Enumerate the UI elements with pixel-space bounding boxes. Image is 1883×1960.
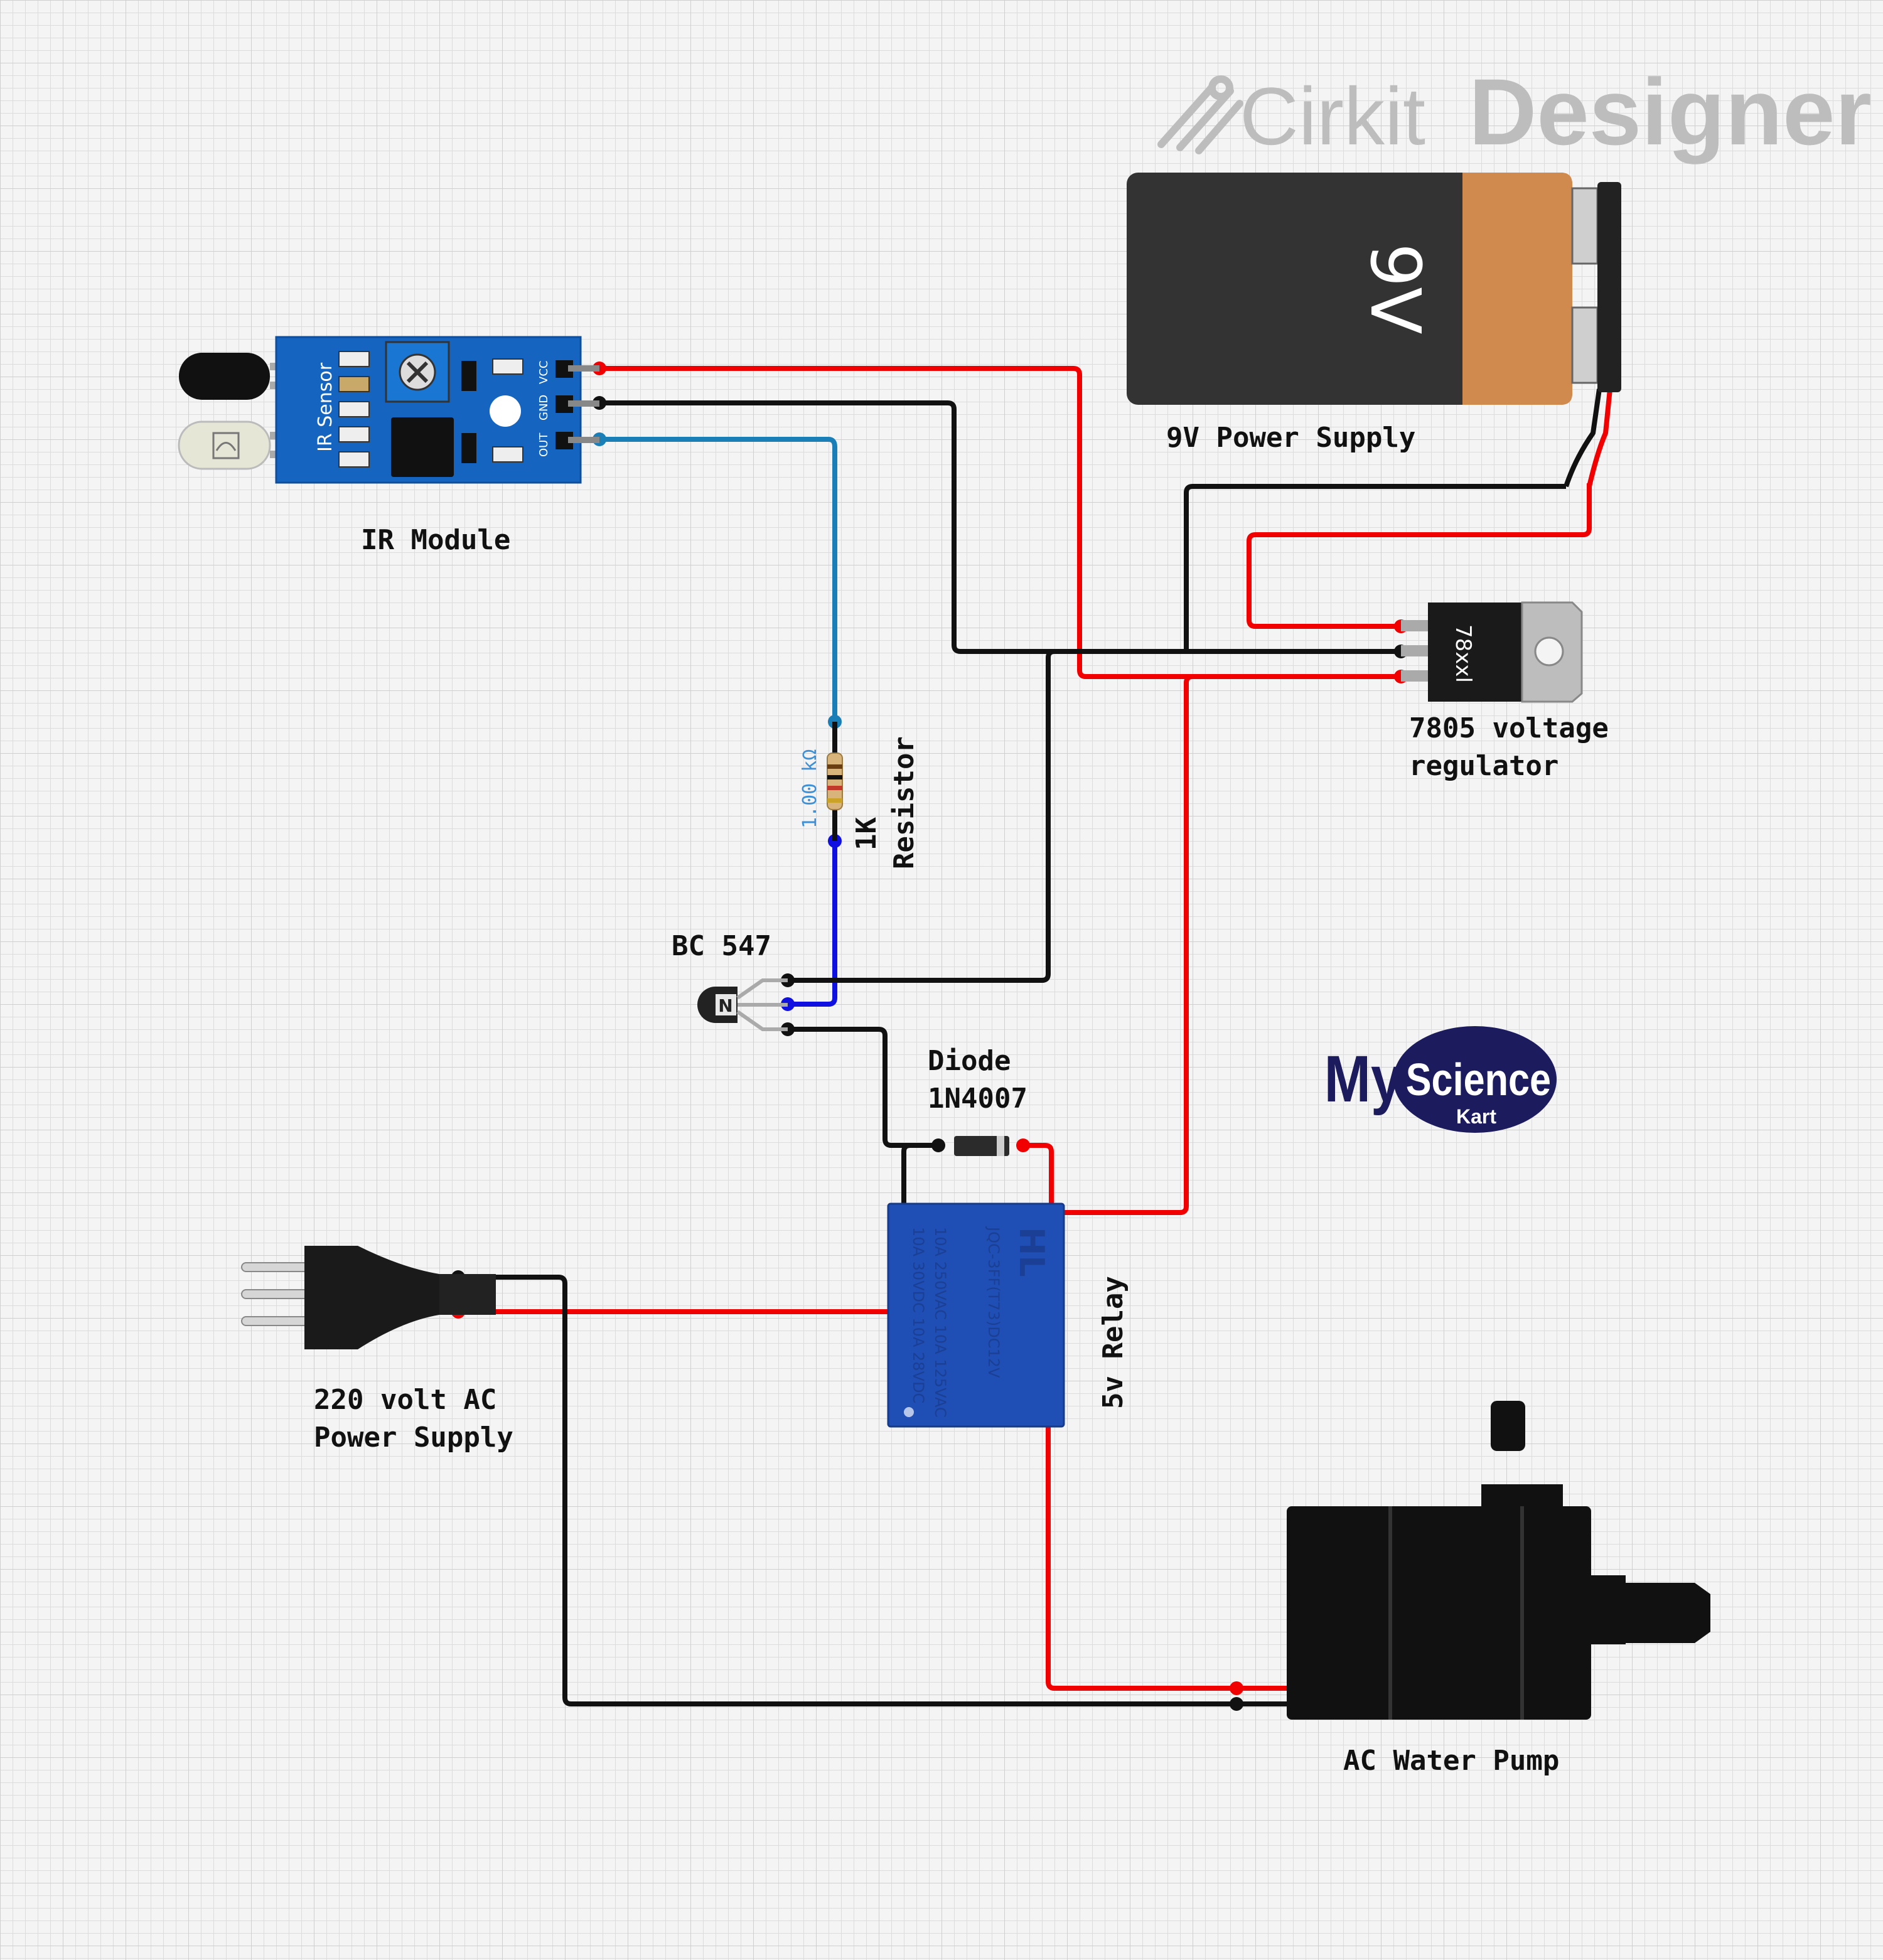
ir-emitter-led (179, 353, 270, 400)
brand-name-bold: Designer (1469, 59, 1872, 164)
wire-diode-cathode[interactable] (1023, 1143, 1054, 1213)
wire-diode-relay-coil[interactable] (901, 1143, 938, 1214)
battery-cap (1462, 173, 1572, 405)
diode-label-line2: 1N4007 (928, 1083, 1027, 1115)
plug-body (304, 1246, 464, 1349)
relay-label: 5v Relay (1097, 1276, 1129, 1409)
wire-ir-gnd[interactable] (599, 400, 1401, 654)
ac-plug-label-line2: Power Supply (314, 1422, 513, 1454)
ir-receiver-led (178, 420, 271, 470)
ir-board-text: IR Sensor (314, 362, 336, 452)
resistor-label-line1: 1K (850, 817, 882, 850)
battery-9v[interactable]: 9V (1127, 173, 1621, 405)
logo-science: Science (1406, 1055, 1551, 1105)
comparator-chip (391, 417, 454, 477)
wire-ac-neutral-pump[interactable] (458, 1275, 1287, 1706)
resistor-1k[interactable]: 1.00 kΩ (799, 722, 843, 841)
ac-power-plug[interactable] (241, 1246, 496, 1349)
wire-ir-out[interactable] (599, 437, 837, 722)
voltage-regulator-7805[interactable]: 78xxl (1401, 601, 1583, 703)
battery-body (1127, 173, 1572, 405)
plug-pin-middle (241, 1289, 311, 1299)
logo-my: My (1324, 1042, 1402, 1115)
battery-marking: 9V (1355, 243, 1435, 334)
wire-battery-pos[interactable] (1247, 483, 1592, 629)
brand-watermark: Cirkit Designer (1157, 59, 1872, 164)
pump-body (1287, 1506, 1591, 1720)
resistor-label-line2: Resistor (888, 736, 920, 869)
resistor-value: 1.00 kΩ (799, 749, 821, 828)
diode-1n4007[interactable] (954, 1136, 1009, 1156)
wire-emitter-gnd[interactable] (788, 649, 1055, 983)
relay-body (887, 1202, 1065, 1428)
myscience-kart-logo: My Science Kart (1324, 1026, 1557, 1133)
logo-ellipse (1393, 1026, 1557, 1133)
transistor-label: BC 547 (672, 930, 771, 962)
plug-pin-top (241, 1262, 311, 1272)
wire-collector-diode[interactable] (788, 1027, 938, 1148)
ac-water-pump[interactable] (1287, 1401, 1710, 1720)
ir-module-label: IR Module (361, 524, 510, 556)
pump-outlet (1626, 1583, 1710, 1643)
pin-label-gnd: GND (537, 395, 550, 420)
regulator-label-line2: regulator (1409, 750, 1558, 782)
ac-plug-label-line1: 220 volt AC (314, 1384, 496, 1416)
transistor-marking: N (718, 995, 732, 1016)
relay-marking: HL (1012, 1227, 1051, 1277)
ir-module[interactable]: IR Sensor VCC GND OUT (178, 336, 599, 484)
relay-text-line3: 10A 30VDC 10A 28VDC (909, 1227, 927, 1403)
logo-kart: Kart (1456, 1105, 1496, 1128)
relay-text-line2: 10A 250VAC 10A 125VAC (931, 1227, 949, 1418)
battery-lead-black (1564, 388, 1602, 488)
pump-label: AC Water Pump (1343, 1745, 1559, 1777)
regulator-body (1428, 602, 1522, 702)
wire-relay-5v[interactable] (1051, 674, 1193, 1215)
battery-label: 9V Power Supply (1166, 422, 1415, 454)
wires (458, 366, 1612, 1706)
wire-ir-vcc[interactable] (599, 366, 1401, 679)
wire-battery-neg[interactable] (1184, 484, 1566, 651)
wire-resistor-base[interactable] (788, 841, 837, 1007)
diode-label-line1: Diode (928, 1045, 1011, 1077)
status-led (490, 395, 521, 427)
relay-5v[interactable]: HL JQC-3FF(T73)DC12V 10A 250VAC 10A 125V… (887, 1202, 1065, 1428)
plug-pin-bottom (241, 1316, 311, 1326)
battery-lead-red (1587, 388, 1612, 487)
regulator-label-line1: 7805 voltage (1409, 712, 1609, 744)
pin-label-vcc: VCC (537, 361, 550, 384)
battery-snap (1597, 182, 1621, 392)
regulator-marking: 78xxl (1451, 624, 1476, 683)
diode-body (954, 1136, 1009, 1156)
diode-cathode-band (997, 1136, 1004, 1156)
pin-label-out: OUT (537, 432, 550, 457)
brand-name-light: Cirkit (1240, 70, 1425, 162)
wire-relay-pump[interactable] (1046, 1412, 1287, 1691)
cirkit-logo-icon (1157, 75, 1243, 154)
transistor-bc547[interactable]: N (697, 978, 788, 1031)
battery-terminal-neg (1571, 187, 1599, 265)
relay-text-line1: JQC-3FF(T73)DC12V (985, 1226, 1002, 1378)
battery-terminal-pos (1571, 306, 1599, 384)
